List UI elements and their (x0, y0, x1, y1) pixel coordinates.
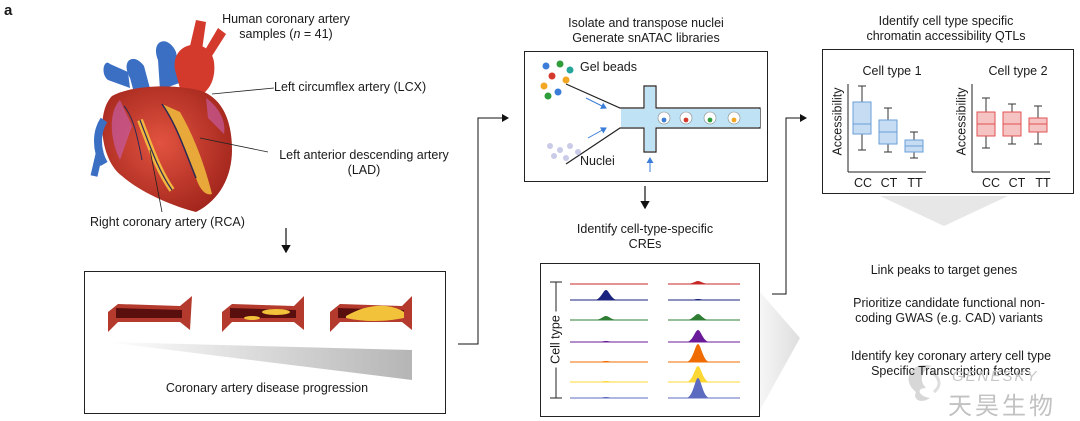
label-lad: Left anterior descending artery (LAD) (279, 148, 449, 177)
progression-caption: Coronary artery disease progression (165, 381, 369, 395)
qtl-panel2-ylabel: Accessibility (954, 87, 969, 156)
qtl-shadow-arrow (880, 196, 1008, 226)
cre-track-3-left-peak (594, 316, 618, 320)
qtl-panel2-genotype-ct: CT (1008, 176, 1026, 190)
artery-stage-advanced (330, 296, 412, 332)
heart-title-line1: Human coronary artery (222, 12, 350, 26)
cre-track-4-left-peak (594, 341, 618, 342)
nuclei-cluster (547, 143, 581, 161)
nuclei-label: Nuclei (580, 154, 615, 168)
cre-track-5-right-peak (686, 344, 710, 362)
cre-shadow-arrow (760, 292, 800, 410)
label-lcx: Left circumflex artery (LCX) (274, 80, 427, 94)
watermark-chinese: 天昊生物 (948, 392, 1056, 420)
artery-stage-mid (222, 296, 304, 332)
cre-track-2-left-peak (594, 290, 618, 300)
qtl-panel1-box-0 (852, 101, 872, 135)
lcx-leader-line (211, 87, 275, 95)
heart-illustration (90, 20, 232, 212)
genesky-logo (908, 364, 941, 401)
outcome-key-tfs: Identify key coronary artery cell type S… (850, 349, 1052, 378)
qtl-plots (847, 84, 1050, 173)
cre-tracks (570, 281, 740, 399)
cre-track-5-left-peak (594, 361, 618, 362)
arrow-to-qtl (772, 114, 807, 295)
qtl-panel2-box-2 (1028, 117, 1048, 133)
cre-track-1-right-peak (686, 281, 710, 284)
cre-track-6-left-peak (594, 381, 618, 382)
progression-gradient-wedge (106, 342, 412, 380)
watermark-latin: GENESKY (952, 368, 1039, 385)
cre-title: Identify cell-type-specific CREs (576, 222, 714, 251)
microfluidic-chip (540, 60, 761, 172)
cell-type-axis-label: Cell type (548, 311, 564, 368)
outcome-link-peaks: Link peaks to target genes (870, 263, 1018, 277)
cre-track-7-right-peak (686, 378, 710, 398)
heart-title-line2: samples (n = 41) (239, 27, 333, 41)
lad-leader-line (199, 137, 269, 153)
qtl-panel2-title: Cell type 2 (988, 64, 1048, 78)
cre-track-3-right-peak (686, 314, 710, 320)
arrow-to-microfluidics (458, 114, 509, 345)
gel-beads-cluster (540, 60, 574, 100)
cre-box (540, 263, 760, 417)
gel-beads-label: Gel beads (580, 60, 637, 74)
qtl-panel2-genotype-cc: CC (981, 176, 1001, 190)
qtl-panel1-ylabel: Accessibility (830, 87, 845, 156)
outcome-prioritize-variants: Prioritize candidate functional non- cod… (853, 296, 1045, 325)
cre-track-7-left-peak (594, 397, 618, 398)
cre-track-6-right-peak (686, 366, 710, 382)
qtl-title: Identify cell type specific chromatin ac… (866, 14, 1026, 43)
artery-stage-healthy (108, 296, 192, 332)
panel-label: a (4, 2, 13, 19)
qtl-panel1-genotype-tt: TT (907, 176, 923, 190)
rca-leader-line (149, 149, 163, 213)
label-rca: Right coronary artery (RCA) (90, 215, 245, 229)
cre-track-2-right-peak (686, 299, 710, 300)
heart-title: Human coronary artery samples (n = 41) (206, 12, 366, 42)
qtl-panel1-genotype-ct: CT (880, 176, 898, 190)
progression-box (84, 271, 446, 414)
microfluidics-title: Isolate and transpose nuclei Generate sn… (568, 16, 724, 45)
qtl-panel1-genotype-cc: CC (853, 176, 873, 190)
qtl-panel1-title: Cell type 1 (862, 64, 922, 78)
qtl-panel2-genotype-tt: TT (1035, 176, 1051, 190)
cre-track-4-right-peak (686, 330, 710, 342)
